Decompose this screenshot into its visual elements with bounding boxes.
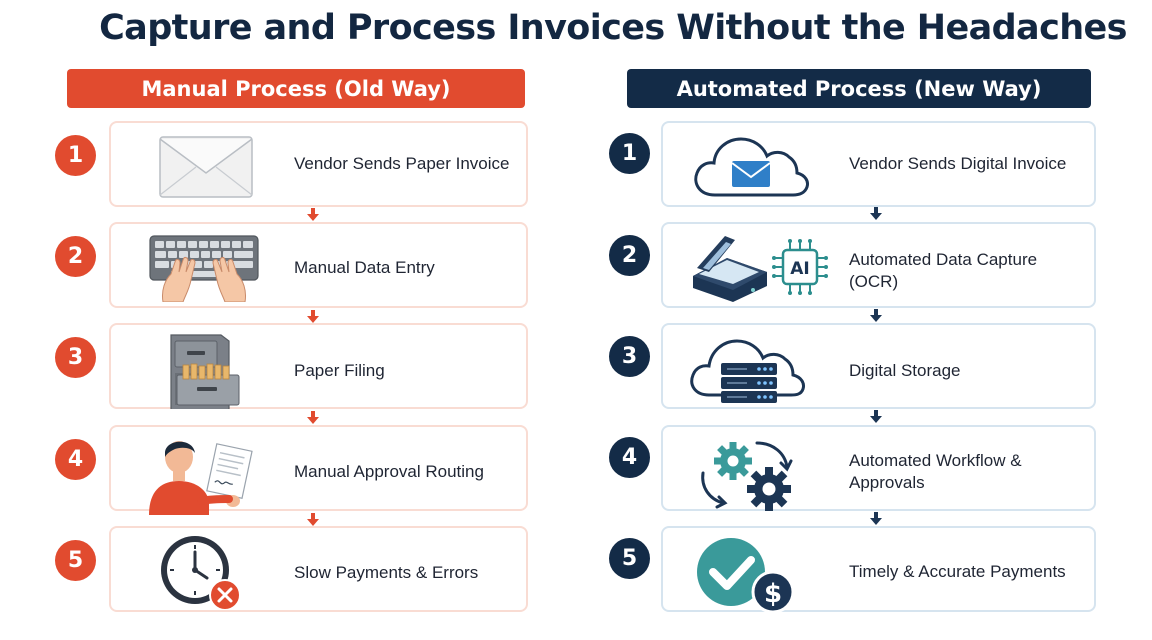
down-arrow-icon xyxy=(869,512,883,526)
automated-step-3-card: Digital Storage xyxy=(661,323,1096,409)
down-arrow-icon xyxy=(306,208,320,222)
step-number-badge: 1 xyxy=(55,135,96,176)
step-label: Timely & Accurate Payments xyxy=(849,562,1066,581)
automated-step-5-card: $ Timely & Accurate Payments xyxy=(661,526,1096,614)
manual-step-3-card: Paper Filing xyxy=(109,323,528,412)
step-number-badge: 5 xyxy=(55,540,96,581)
down-arrow-icon xyxy=(306,310,320,324)
automated-step-2-card: AI Automated Data Capture (OCR) xyxy=(661,222,1096,308)
clock-error-icon xyxy=(141,536,271,611)
down-arrow-icon xyxy=(869,410,883,424)
scanner-ai-icon: AI xyxy=(687,232,837,302)
manual-step-4-card: Manual Approval Routing xyxy=(109,425,528,515)
step-number-badge: 4 xyxy=(609,437,650,478)
automated-step-4-card: Automated Workflow & Approvals xyxy=(661,425,1096,511)
check-dollar-icon: $ xyxy=(687,536,837,614)
gears-cycle-icon xyxy=(687,435,837,511)
down-arrow-icon xyxy=(869,309,883,323)
person-document-icon xyxy=(141,435,271,515)
step-number-badge: 5 xyxy=(609,538,650,579)
step-number-badge: 2 xyxy=(55,236,96,277)
step-label-line: Automated Data Capture xyxy=(849,250,1038,269)
down-arrow-icon xyxy=(306,513,320,527)
dollar-sign: $ xyxy=(764,579,782,609)
page-title: Capture and Process Invoices Without the… xyxy=(99,8,1127,48)
step-label-line: Automated Workflow & xyxy=(849,451,1022,470)
automated-step-1-card: Vendor Sends Digital Invoice xyxy=(661,121,1096,207)
step-label: Vendor Sends Paper Invoice xyxy=(294,154,510,173)
manual-step-2-card: Manual Data Entry xyxy=(109,222,528,308)
step-label-line: Approvals xyxy=(849,473,925,492)
step-label: Manual Data Entry xyxy=(294,258,435,277)
step-number-badge: 3 xyxy=(55,337,96,378)
step-label: Vendor Sends Digital Invoice xyxy=(849,154,1067,173)
step-number-badge: 2 xyxy=(609,235,650,276)
step-label: Digital Storage xyxy=(849,361,961,380)
cloud-server-icon xyxy=(687,333,837,403)
automated-process-header: Automated Process (New Way) xyxy=(627,69,1091,108)
down-arrow-icon xyxy=(306,411,320,425)
step-label: Automated Data Capture (OCR) xyxy=(849,249,1037,293)
manual-step-5-card: Slow Payments & Errors xyxy=(109,526,528,612)
down-arrow-icon xyxy=(869,207,883,221)
step-label: Manual Approval Routing xyxy=(294,462,484,481)
step-number-badge: 3 xyxy=(609,336,650,377)
envelope-icon xyxy=(141,131,271,201)
manual-process-header: Manual Process (Old Way) xyxy=(67,69,525,108)
step-label-line: (OCR) xyxy=(849,272,899,291)
step-number-badge: 4 xyxy=(55,439,96,480)
step-number-badge: 1 xyxy=(609,133,650,174)
filing-cabinet-icon xyxy=(141,333,271,412)
step-label: Slow Payments & Errors xyxy=(294,563,479,582)
step-label: Automated Workflow & Approvals xyxy=(849,450,1022,494)
step-label: Paper Filing xyxy=(294,361,385,380)
cloud-email-icon xyxy=(687,131,837,201)
keyboard-typing-icon xyxy=(141,232,271,303)
ai-chip-label: AI xyxy=(790,259,809,279)
manual-step-1-card: Vendor Sends Paper Invoice xyxy=(109,121,528,207)
